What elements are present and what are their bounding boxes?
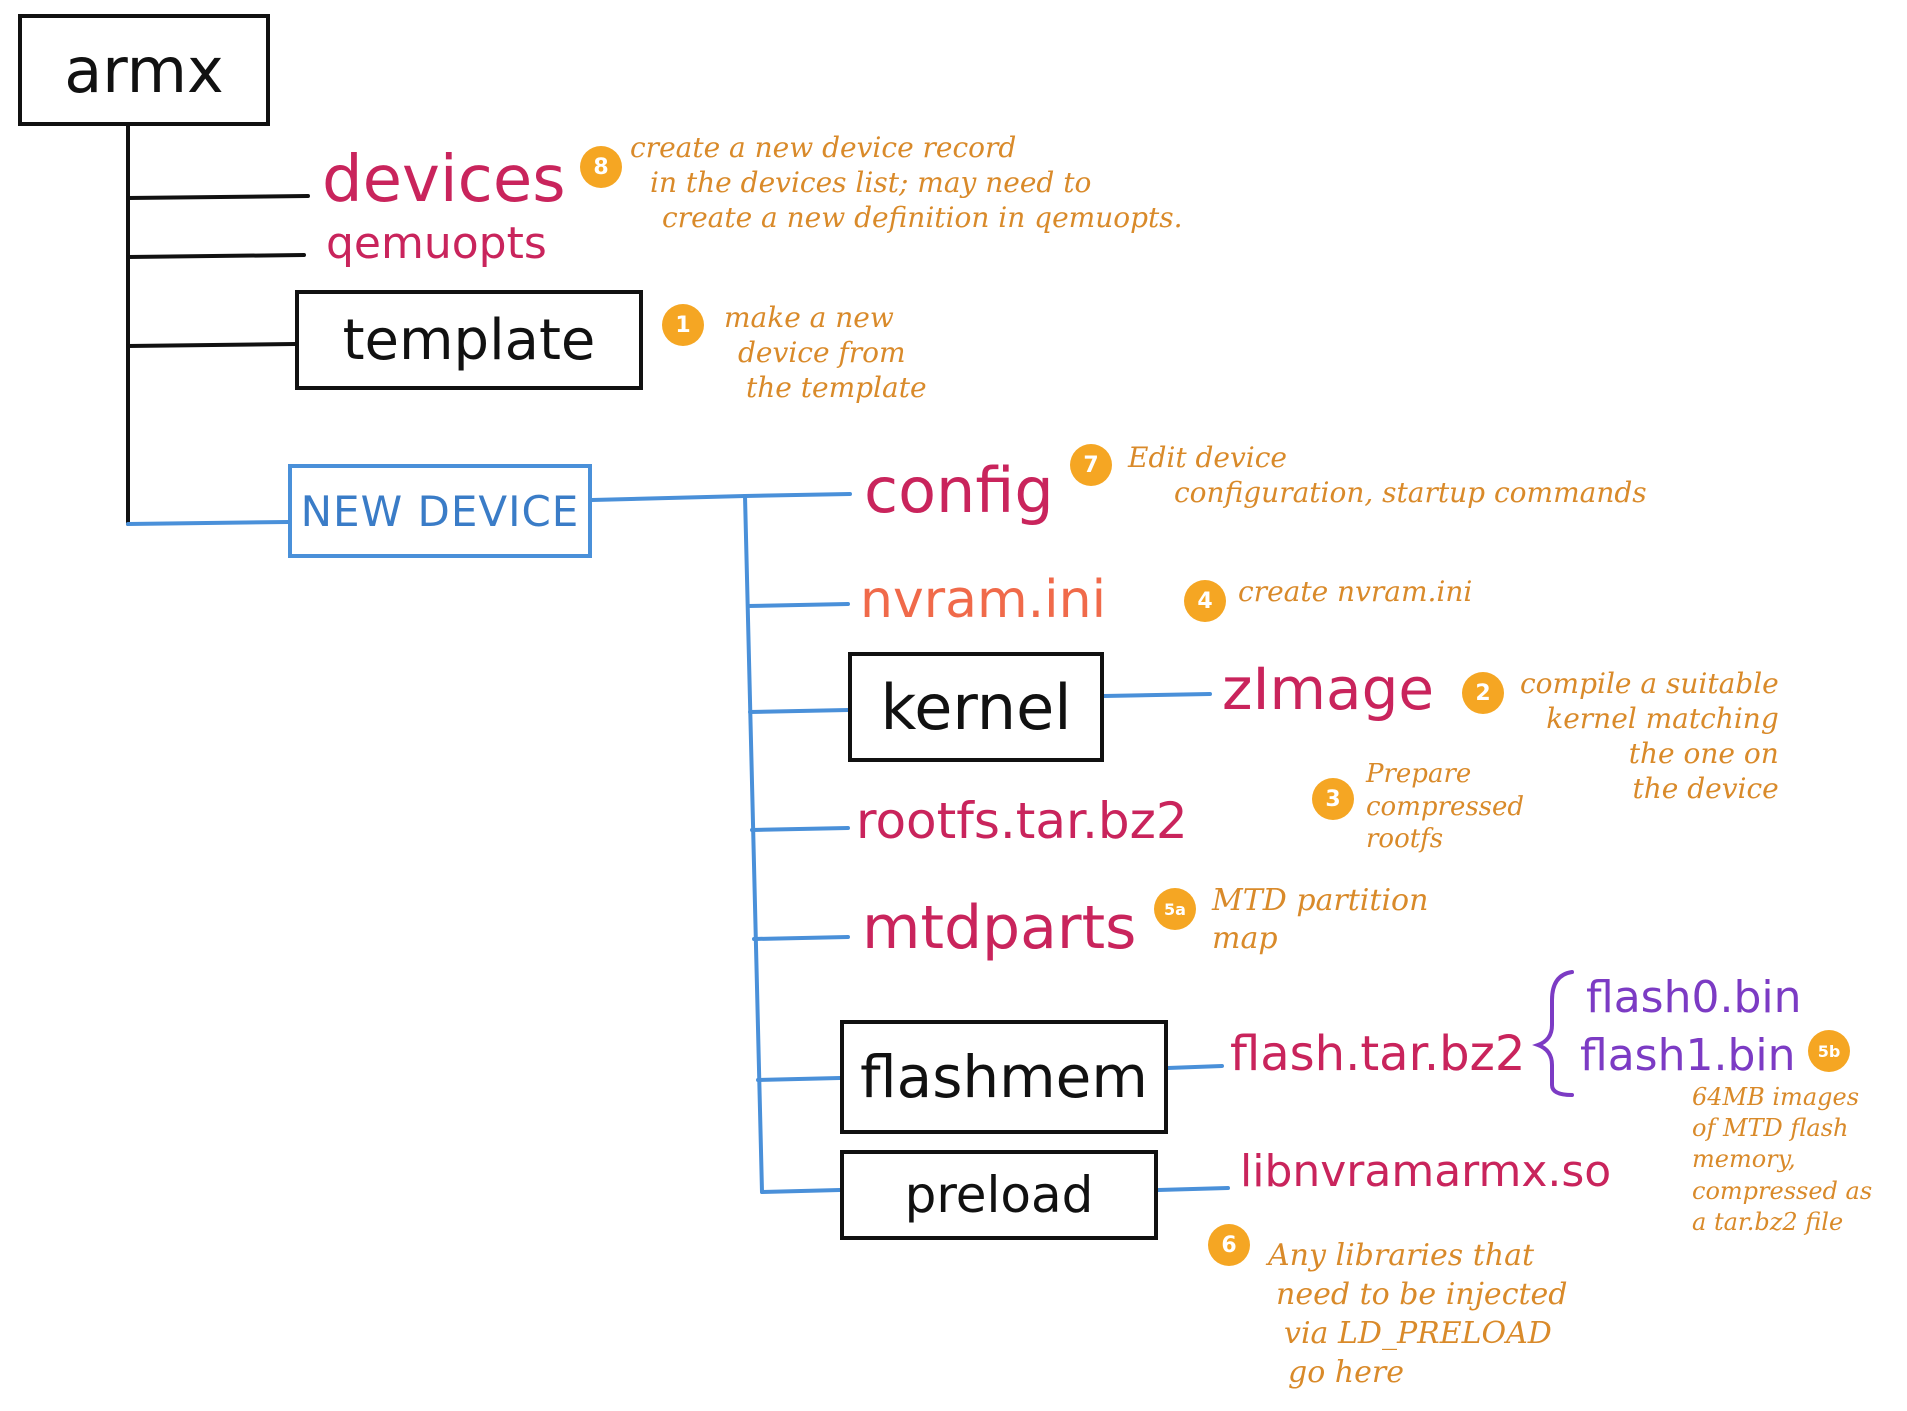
branch-new-device	[126, 520, 290, 526]
root-box: armx	[18, 14, 270, 126]
nvram-ini-label: nvram.ini	[860, 570, 1107, 630]
flash-tar-label: flash.tar.bz2	[1230, 1026, 1526, 1082]
note-4: create nvram.ini	[1238, 574, 1472, 609]
note-5b-line-2: of MTD flash	[1692, 1114, 1849, 1143]
note-5a: MTD partition map	[1212, 882, 1428, 957]
note-5b-line-1: 64MB images	[1692, 1083, 1860, 1111]
branch-qemuopts	[126, 253, 306, 259]
note-6-line-1: Any libraries that	[1268, 1238, 1535, 1273]
new-device-label: NEW DEVICE	[300, 486, 580, 536]
badge-6: 6	[1208, 1224, 1250, 1266]
branch-config	[743, 492, 852, 498]
note-1-line-3: the template	[746, 371, 927, 404]
note-3-line-1: Prepare	[1366, 759, 1472, 789]
black-connectors	[126, 124, 310, 526]
branch-mtdparts	[752, 935, 850, 941]
branch-template	[126, 342, 297, 348]
note-1-line-1: make a new	[724, 301, 894, 334]
note-6: Any libraries that need to be injected v…	[1268, 1236, 1568, 1392]
note-2-line-1: compile a suitable	[1520, 667, 1779, 700]
note-7-line-2: configuration, startup commands	[1174, 476, 1647, 509]
root-label: armx	[64, 33, 224, 107]
badge-5b: 5b	[1808, 1030, 1850, 1072]
note-3: Prepare compressed rootfs	[1366, 758, 1524, 856]
branch-libnvram	[1156, 1186, 1230, 1192]
badge-1: 1	[662, 304, 704, 346]
note-7-line-1: Edit device	[1128, 441, 1287, 474]
note-8-line-1: create a new device record	[630, 131, 1017, 164]
device-trunk	[743, 494, 764, 1194]
branch-from-new-device	[590, 494, 747, 502]
zimage-label: zImage	[1222, 655, 1435, 723]
badge-3: 3	[1312, 778, 1354, 820]
rootfs-label: rootfs.tar.bz2	[856, 792, 1188, 850]
mtdparts-label: mtdparts	[862, 893, 1137, 963]
badge-7: 7	[1070, 444, 1112, 486]
branch-devices	[126, 194, 310, 200]
note-5b: 64MB images of MTD flash memory, compres…	[1692, 1082, 1872, 1238]
note-6-line-3: via LD_PRELOAD	[1284, 1316, 1552, 1351]
libnvram-label: libnvramarmx.so	[1240, 1146, 1612, 1197]
branch-kernel	[748, 708, 850, 714]
note-6-line-4: go here	[1288, 1355, 1404, 1390]
note-1: make a new device from the template	[724, 300, 927, 405]
config-label: config	[864, 454, 1054, 527]
branch-rootfs	[750, 826, 850, 832]
purple-brace	[1532, 970, 1574, 1097]
badge-4: 4	[1184, 580, 1226, 622]
branch-flashmem	[756, 1076, 842, 1082]
flash1-label: flash1.bin	[1580, 1030, 1796, 1081]
note-2-line-3: the one on	[1628, 737, 1779, 770]
note-2-line-4: the device	[1632, 772, 1779, 805]
flashmem-label: flashmem	[860, 1043, 1148, 1111]
branch-nvram	[746, 602, 850, 608]
note-5a-line-2: map	[1212, 920, 1278, 956]
template-label: template	[342, 307, 596, 373]
kernel-box: kernel	[848, 652, 1104, 762]
note-5a-line-1: MTD partition	[1212, 883, 1429, 918]
note-3-line-2: compressed	[1366, 791, 1525, 822]
note-5b-line-4: compressed as	[1692, 1176, 1873, 1205]
preload-label: preload	[904, 1166, 1094, 1224]
note-1-line-2: device from	[738, 336, 906, 369]
note-8: create a new device record in the device…	[630, 130, 1183, 235]
flash0-label: flash0.bin	[1586, 972, 1802, 1023]
note-8-line-2: in the devices list; may need to	[650, 166, 1092, 199]
template-box: template	[295, 290, 643, 390]
note-7: Edit device configuration, startup comma…	[1128, 440, 1647, 510]
note-4-line-1: create nvram.ini	[1238, 575, 1473, 608]
note-5b-line-5: a tar.bz2 file	[1692, 1207, 1844, 1236]
kernel-label: kernel	[880, 670, 1072, 744]
branch-preload	[760, 1188, 842, 1194]
note-2-line-2: kernel matching	[1546, 702, 1779, 735]
devices-label: devices	[322, 143, 566, 217]
note-6-line-2: need to be injected	[1276, 1277, 1568, 1312]
note-8-line-3: create a new definition in qemuopts.	[662, 201, 1183, 234]
note-5b-line-3: memory,	[1692, 1145, 1796, 1174]
flashmem-box: flashmem	[840, 1020, 1168, 1134]
qemuopts-label: qemuopts	[326, 218, 547, 269]
note-3-line-3: rootfs	[1366, 824, 1444, 854]
branch-zimage	[1102, 692, 1212, 698]
badge-2: 2	[1462, 672, 1504, 714]
badge-8: 8	[580, 146, 622, 188]
preload-box: preload	[840, 1150, 1158, 1240]
badge-5a: 5a	[1154, 888, 1196, 930]
blue-connectors	[126, 492, 1230, 1194]
note-2: compile a suitable kernel matching the o…	[1520, 666, 1779, 806]
branch-flash-tar	[1166, 1064, 1224, 1070]
new-device-box: NEW DEVICE	[288, 464, 592, 558]
